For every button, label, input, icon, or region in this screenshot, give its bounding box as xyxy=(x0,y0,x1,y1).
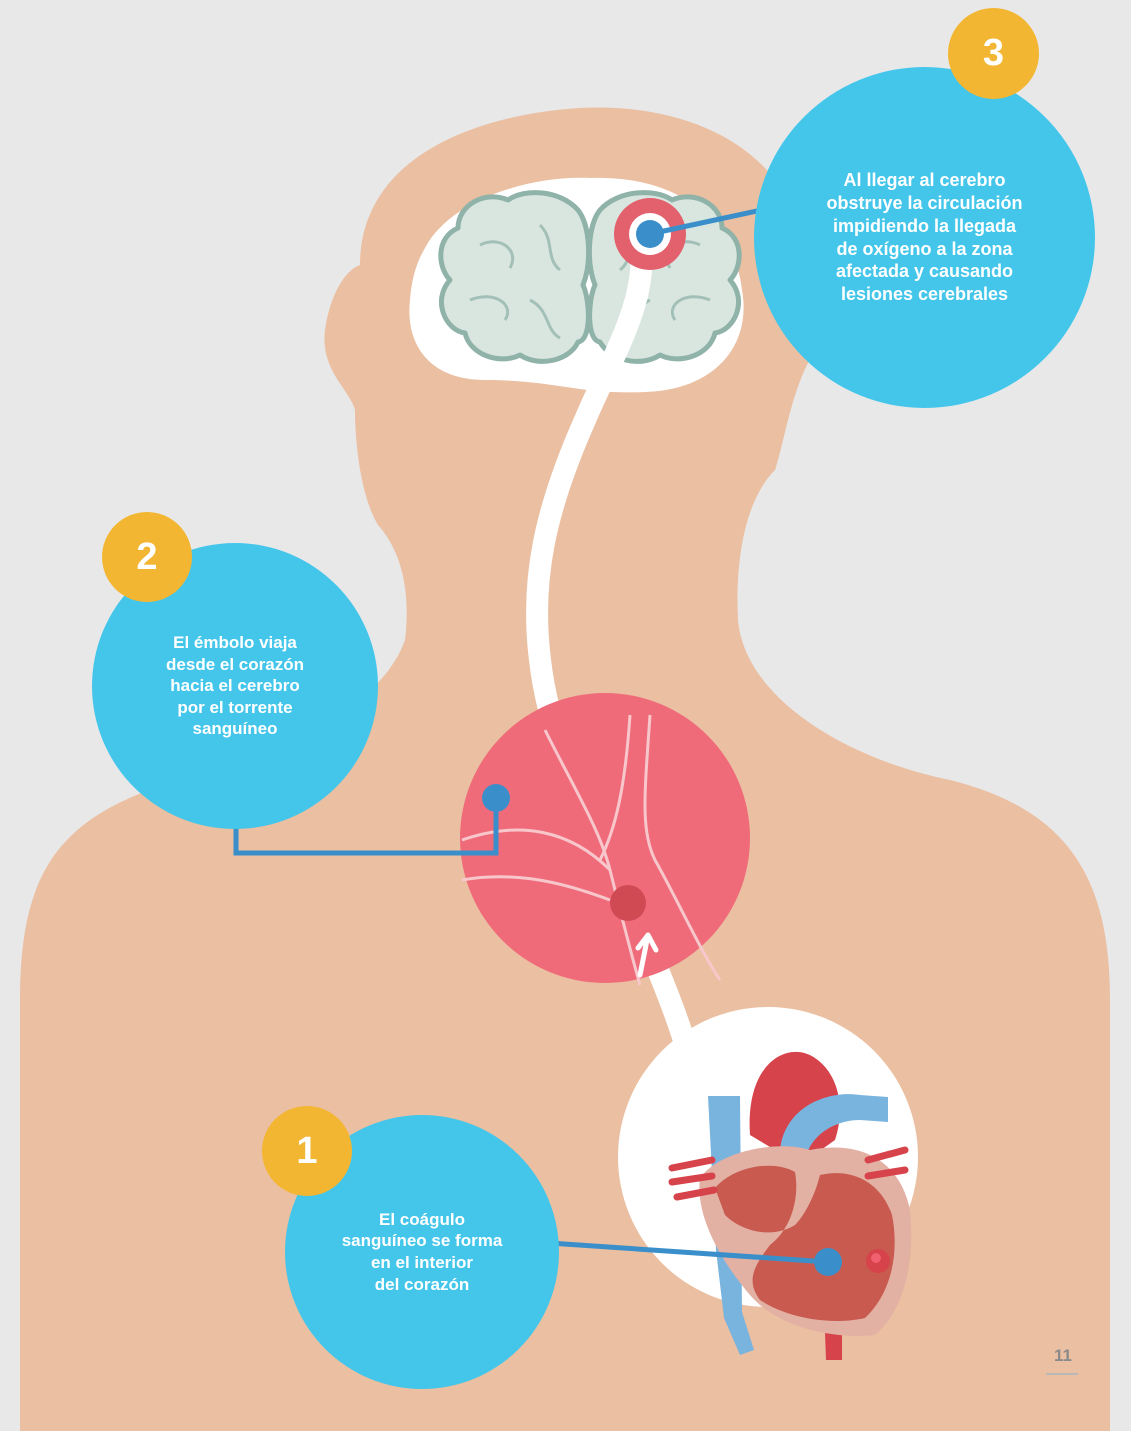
step-1-number: 1 xyxy=(296,1130,317,1173)
step-2-text: El émbolo viaja desde el corazón hacia e… xyxy=(166,632,304,740)
connector-2-dot xyxy=(482,784,510,812)
connector-1-dot xyxy=(814,1248,842,1276)
step-3-number: 3 xyxy=(983,32,1004,75)
page-number-rule xyxy=(1046,1373,1078,1375)
heart-clot-highlight xyxy=(871,1253,881,1263)
step-3-badge: 3 xyxy=(948,8,1039,99)
step-2-badge: 2 xyxy=(102,512,192,602)
step-1-text: El coágulo sanguíneo se forma en el inte… xyxy=(342,1209,503,1295)
vessel-zoom-circle xyxy=(460,693,750,983)
step-3-text: Al llegar al cerebro obstruye la circula… xyxy=(826,169,1022,306)
vessel-clot xyxy=(610,885,646,921)
step-3-bubble: Al llegar al cerebro obstruye la circula… xyxy=(754,67,1095,408)
connector-3-dot xyxy=(636,220,664,248)
step-1-badge: 1 xyxy=(262,1106,352,1196)
page-number: 11 xyxy=(1047,1346,1079,1366)
step-2-number: 2 xyxy=(136,536,157,579)
